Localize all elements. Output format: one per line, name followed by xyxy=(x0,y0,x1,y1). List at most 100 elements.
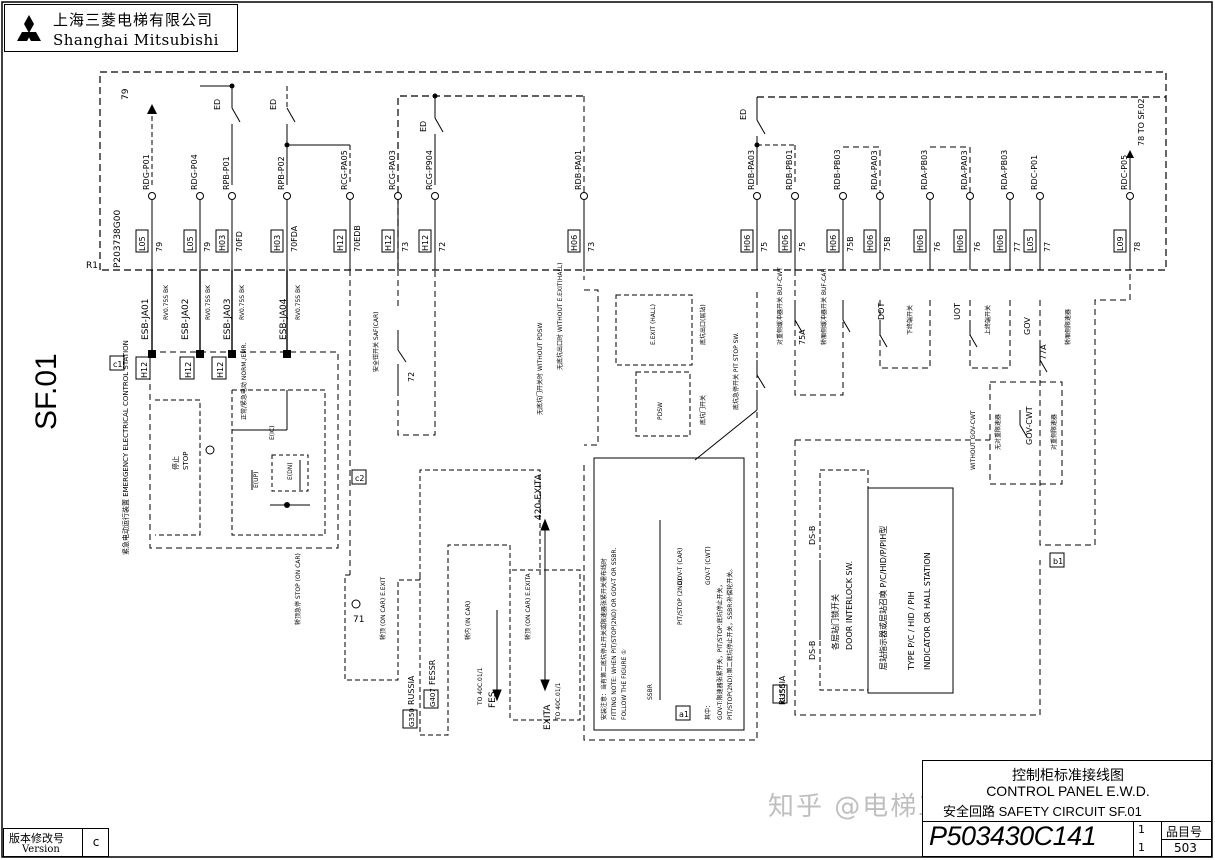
block-c1 xyxy=(109,351,339,549)
mitsubishi-logo-icon xyxy=(17,15,41,41)
pdsw: PDSW xyxy=(657,402,664,420)
fes-to-label: TO 40C.01/1 xyxy=(477,667,484,706)
terminal-dots xyxy=(148,350,291,358)
connector-pin: H06 xyxy=(743,235,752,251)
norm-label: 正常/紧急电动 NORM./EMR. xyxy=(240,343,248,420)
connector-pin-icon xyxy=(1006,192,1014,200)
svg-text:H12: H12 xyxy=(216,362,225,378)
connector-name: RDA-PA03 xyxy=(870,150,879,190)
connector-pin-icon xyxy=(196,192,204,200)
pit-note: 底坑门开关 xyxy=(699,395,707,425)
connector-wire: 77 xyxy=(1043,242,1052,252)
revision-label-en: Version xyxy=(22,844,60,855)
wire-75a: 75A xyxy=(798,329,807,345)
russia-b: RUSSIA xyxy=(778,675,787,705)
buf-cwt: 对重侧缓冲器开关 BUF-CWT xyxy=(776,267,784,345)
connector-name: RDG-P01 xyxy=(142,154,151,190)
connector-pin-icon xyxy=(753,192,761,200)
wire-72: 72 xyxy=(407,372,416,382)
connector-pin: H06 xyxy=(866,235,875,251)
board-pcb: P203738G00 xyxy=(113,210,123,268)
fes-area xyxy=(402,518,788,736)
ed-contacts xyxy=(200,83,796,185)
esb-terminals: ESB-JA01 ESB-JA02 ESB-JA03 ESB-JA04 xyxy=(141,298,289,340)
limit-switches xyxy=(794,300,1048,438)
stop-car-cn: 停止 xyxy=(171,456,180,470)
dot-cn: 下终端开关 xyxy=(906,305,914,335)
connector-wire: 75B xyxy=(883,236,892,252)
ed-label-1: ED xyxy=(213,99,222,110)
svg-text:RV0.75S BK: RV0.75S BK xyxy=(163,284,170,320)
connector-wire: 73 xyxy=(587,242,596,252)
up-label: E(UP) xyxy=(253,472,260,488)
connector-pin: H12 xyxy=(384,235,393,251)
connector-wire: 72 xyxy=(438,242,447,252)
connector-pin: H03 xyxy=(273,235,282,251)
ed-label-4: ED xyxy=(739,109,748,120)
g350b: G350 xyxy=(779,684,787,703)
note-follow: FOLLOW THE FIGURE ① xyxy=(621,649,628,720)
dn-label: E(DN) xyxy=(287,462,294,480)
pit-area xyxy=(615,294,766,461)
note-title: 安装注意：当有第二底坑停止开关或限速器张紧开关需布线时 xyxy=(600,558,608,720)
g407: G407 xyxy=(429,688,437,707)
terminal-esb-ja01: ESB-JA01 xyxy=(141,299,151,340)
uot: UOT xyxy=(953,303,962,320)
ed-label-3: ED xyxy=(419,121,428,132)
connector-wire: 79 xyxy=(203,242,212,252)
pit-stop: 底坑急停开关 PIT STOP SW. xyxy=(732,332,740,410)
connector-pin: H03 xyxy=(218,235,227,251)
connector-wire: 75B xyxy=(846,236,855,252)
note-pit2: PIT/STOP(2ND):第二底坑停止开关，SSBR:补偿轮开关。 xyxy=(726,566,734,720)
uot-cn: 上终端开关 xyxy=(984,305,992,335)
connector-name: RCG-P904 xyxy=(425,150,434,190)
part-number: 品目号 503 xyxy=(1161,821,1212,856)
arrow-79-label: 79 xyxy=(121,88,131,100)
connector-pin: L09 xyxy=(1116,236,1125,251)
fessr: FESSR xyxy=(428,659,437,685)
connector-name: RDG-P04 xyxy=(190,154,199,190)
revision-label-cn: 版本修改号 xyxy=(9,832,64,845)
connector-name: RDA-PB03 xyxy=(1000,150,1009,190)
connector-name: RDB-PA03 xyxy=(747,150,756,190)
connector-pin-icon xyxy=(394,192,402,200)
wire-71: 71 xyxy=(353,615,364,625)
indicator: INDICATOR OR HALL STATION xyxy=(923,552,932,670)
connector-wire: 75 xyxy=(798,242,807,252)
block-c1-label: c1 xyxy=(113,360,123,369)
dot: DOT xyxy=(877,303,886,320)
type-cn: 层站指示器或层站召唤 P/C/HID/P/PIH型 xyxy=(878,526,888,670)
connector-pin-icon xyxy=(876,192,884,200)
connector-pin: H06 xyxy=(916,235,925,251)
connector-pin-icon xyxy=(926,192,934,200)
connector-wire: 79 xyxy=(155,242,164,252)
sheet-label: SF.01 xyxy=(30,353,63,430)
connector-name: RCG-PA05 xyxy=(340,150,349,190)
stop-on-car-label: 轿顶急停 STOP (ON CAR) xyxy=(294,553,302,625)
connector-name: RCG-PA03 xyxy=(388,150,397,190)
title-block: 控制柜标准接线图 CONTROL PANEL E.W.D. 安全回路 SAFET… xyxy=(922,760,1212,857)
connector-pin: L05 xyxy=(1026,236,1035,251)
connector-pin-icon xyxy=(839,192,847,200)
sheet-current: 1 xyxy=(1138,823,1145,836)
ssbr: SSBR xyxy=(647,684,654,700)
company-name-en: Shanghai Mitsubishi xyxy=(53,31,219,49)
connector-name: RDC-P01 xyxy=(1030,155,1039,190)
no-cwt-gov: 无对重限速器 xyxy=(994,414,1002,450)
exita-to: TO 40C.01/1 xyxy=(555,682,562,721)
connector-name: RPB-P02 xyxy=(277,156,286,190)
fes-label: FES xyxy=(488,691,498,708)
g350a: G350 xyxy=(408,708,416,727)
